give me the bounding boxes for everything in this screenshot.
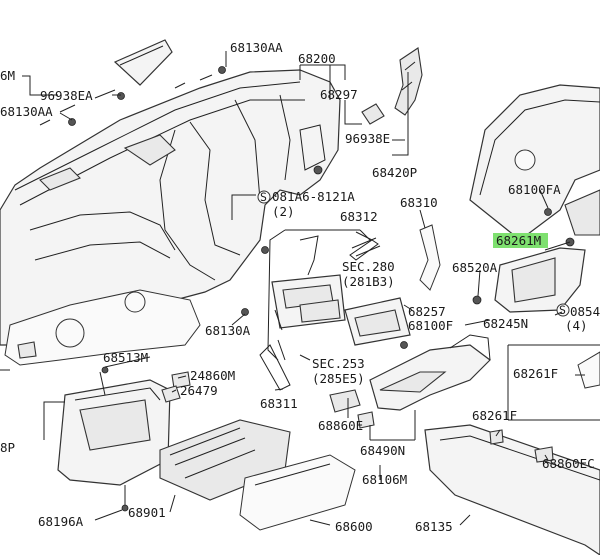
- label-68261F-low[interactable]: 68261F: [472, 408, 517, 423]
- label-68310[interactable]: 68310: [400, 195, 438, 210]
- bracket-68420P-drawing: [361, 47, 423, 125]
- label-68100FA[interactable]: 68100FA: [508, 182, 561, 197]
- label-68257[interactable]: 68257: [408, 304, 446, 319]
- label-96938E[interactable]: 96938E: [345, 131, 390, 146]
- lower-mount-drawing: [259, 309, 491, 429]
- label-68100F[interactable]: 68100F: [408, 318, 453, 333]
- label-96938EA[interactable]: 96938EA: [40, 88, 93, 103]
- label-68130AA-left[interactable]: 68130AA: [0, 104, 53, 119]
- label-68513M[interactable]: 68513M: [103, 350, 148, 365]
- label-sec280[interactable]: SEC.280: [342, 259, 395, 274]
- label-68200[interactable]: 68200: [298, 51, 336, 66]
- label-68490N[interactable]: 68490N: [360, 443, 405, 458]
- label-sec253-ref: (285E5): [312, 371, 365, 386]
- label-68106M[interactable]: 68106M: [362, 472, 407, 487]
- label-6M[interactable]: 6M: [0, 68, 15, 83]
- label-68130A[interactable]: 68130A: [205, 323, 251, 338]
- label-68860E[interactable]: 68860E: [318, 418, 363, 433]
- label-68130AA-top[interactable]: 68130AA: [230, 40, 283, 55]
- label-68420P[interactable]: 68420P: [372, 165, 417, 180]
- lower-panel-68135-drawing: [424, 344, 600, 555]
- label-8P[interactable]: 8P: [0, 440, 15, 455]
- center-console-drawing: [267, 224, 441, 361]
- label-0854[interactable]: 0854: [570, 304, 600, 319]
- leader-lines: [0, 51, 585, 526]
- label-68261F-right[interactable]: 68261F: [513, 366, 558, 381]
- label-sec253[interactable]: SEC.253: [312, 356, 365, 371]
- label-68297[interactable]: 68297: [320, 87, 358, 102]
- cluster-lid-drawing: [469, 84, 600, 241]
- label-sec280-ref: (281B3): [342, 274, 395, 289]
- label-68312[interactable]: 68312: [340, 209, 378, 224]
- highlight-68261M: [493, 233, 548, 248]
- trim-68261M-drawing: [472, 237, 586, 313]
- label-68311[interactable]: 68311: [260, 396, 298, 411]
- label-081A6-qty: (2): [272, 204, 295, 219]
- label-26479[interactable]: 26479: [180, 383, 218, 398]
- svg-text:S: S: [260, 190, 267, 204]
- glovebox-drawing: [17, 341, 356, 531]
- svg-text:S: S: [559, 303, 566, 317]
- label-68520A[interactable]: 68520A: [452, 260, 498, 275]
- label-68901[interactable]: 68901: [128, 505, 166, 520]
- label-68196A[interactable]: 68196A: [38, 514, 84, 529]
- label-68600[interactable]: 68600: [335, 519, 373, 534]
- label-68245N[interactable]: 68245N: [483, 316, 528, 331]
- label-24860M[interactable]: 24860M: [190, 368, 235, 383]
- label-68860EC[interactable]: 68860EC: [542, 456, 595, 471]
- label-68135[interactable]: 68135: [415, 519, 453, 534]
- label-0854-qty: (4): [565, 318, 588, 333]
- instrument-panel-drawing: [0, 69, 341, 366]
- label-68261M[interactable]: 68261M: [496, 233, 541, 248]
- defroster-panel-drawing: [113, 39, 173, 86]
- label-081A6-8121A[interactable]: 081A6-8121A: [272, 189, 355, 204]
